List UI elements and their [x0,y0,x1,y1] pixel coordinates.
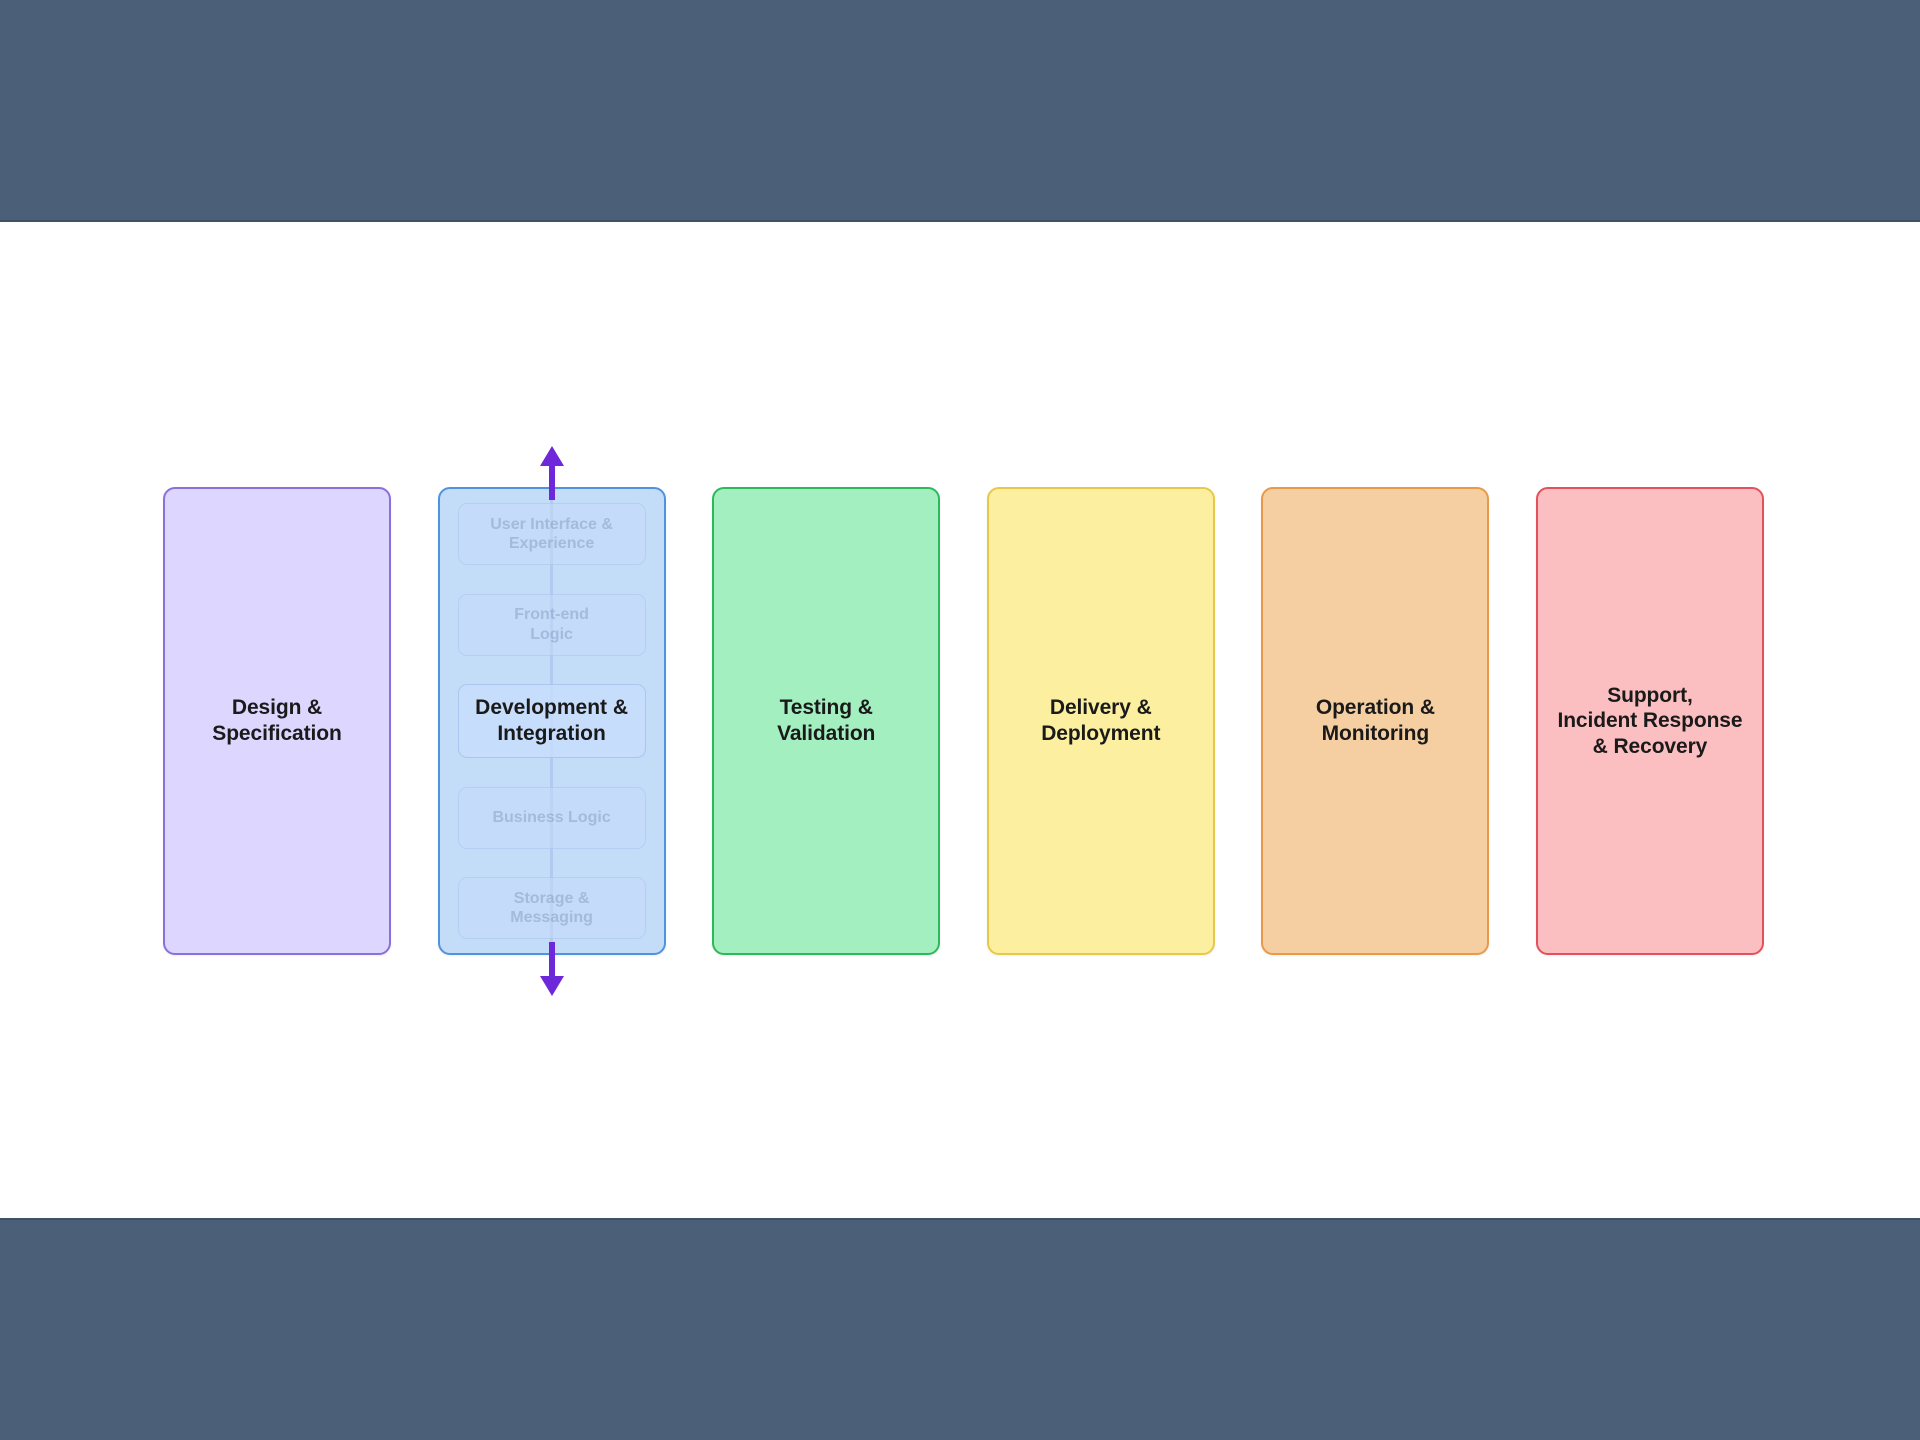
phase-box-design-specification[interactable]: Design & Specification [163,487,391,955]
phase-box-delivery-deployment[interactable]: Delivery & Deployment [986,487,1215,955]
sub-box-storage-messaging[interactable]: Storage & Messaging [457,877,646,939]
phase-slot-operation-monitoring: Operation & Monitoring [1261,487,1490,955]
phase-label-delivery-deployment: Delivery & Deployment [1041,696,1161,745]
phase-label-support-incident-recovery: Support, Incident Response & Recovery [1557,683,1743,758]
phase-row: Design & Specification User Interface & E… [163,446,1764,996]
phase-label-design-specification: Design & Specification [212,696,342,745]
phase-slot-delivery-deployment: Delivery & Deployment [986,487,1215,955]
phase-label-operation-monitoring: Operation & Monitoring [1315,696,1435,745]
phase-box-operation-monitoring[interactable]: Operation & Monitoring [1261,487,1490,955]
phase-label-testing-validation: Testing & Validation [777,696,876,745]
phase-slot-testing-validation: Testing & Validation [712,487,941,955]
sub-box-user-interface-experience[interactable]: User Interface & Experience [457,503,646,565]
phase-slot-support-incident-recovery: Support, Incident Response & Recovery [1535,487,1764,955]
phase-slot-design-specification: Design & Specification [163,487,391,955]
sub-box-front-end-logic[interactable]: Front-end Logic [457,593,646,656]
phase-box-testing-validation[interactable]: Testing & Validation [712,487,941,955]
phase-box-support-incident-recovery[interactable]: Support, Incident Response & Recovery [1535,487,1764,955]
sub-box-business-logic[interactable]: Business Logic [457,786,646,849]
sub-box-development-integration-core[interactable]: Development & Integration [457,684,646,758]
top-chrome-band [0,0,1920,222]
bottom-chrome-band [0,1218,1920,1440]
diagram-canvas: Design & Specification User Interface & E… [0,222,1920,1218]
